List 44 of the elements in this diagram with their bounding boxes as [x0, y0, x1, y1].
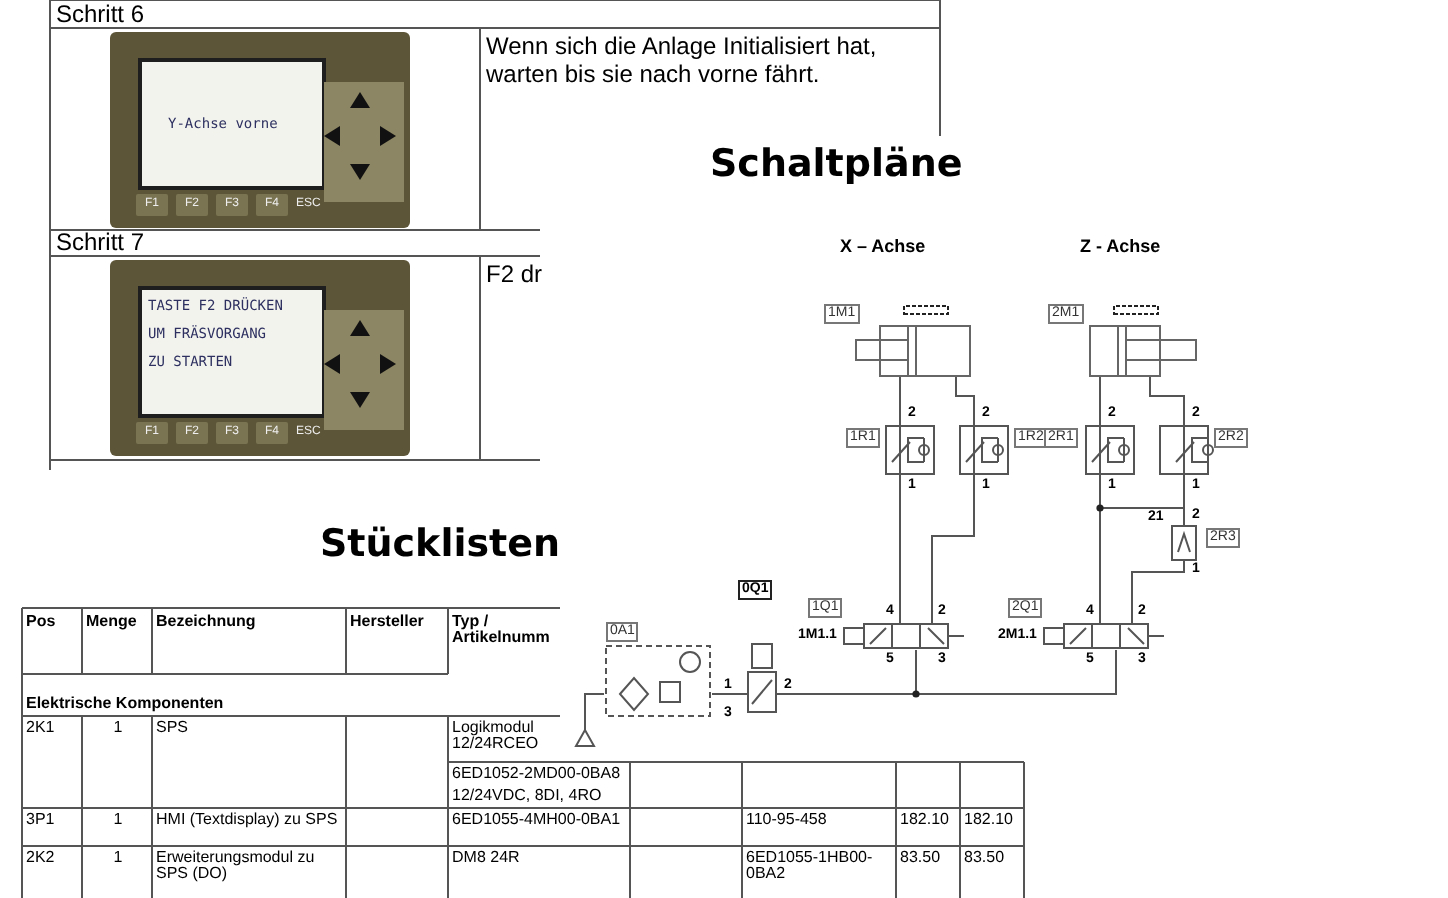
instruction-text: F2 dr [486, 262, 543, 290]
price: 182.10 [900, 812, 951, 829]
pneumatic-line [955, 375, 975, 427]
price: 182.10 [964, 812, 1015, 829]
section-heading: Elektrische Komponenten [26, 696, 226, 713]
axis-title: Z - Achse [1080, 236, 1161, 257]
pneumatic-line [899, 473, 901, 597]
position-number: 3P1 [26, 812, 57, 829]
pneumatic-line [1099, 375, 1101, 427]
quantity: 1 [111, 720, 125, 737]
order-number: 6ED1055-1HB00-0BA2 [746, 850, 875, 884]
pneumatic-line [779, 649, 1117, 695]
pneumatic-line [1131, 559, 1185, 597]
step-heading: Schritt 6 [56, 2, 145, 30]
section-heading: Schaltpläne [710, 144, 963, 188]
part-number: Logikmodul 12/24RCEO [452, 720, 541, 754]
section-heading: Stücklisten [320, 524, 561, 568]
part-number: 6ED1052-2MD00-0BA8 [452, 766, 623, 783]
description: Erweiterungsmodul zu SPS (DO) [156, 850, 317, 884]
price: 83.50 [964, 850, 1007, 867]
column-header: Hersteller [350, 614, 426, 631]
part-number: 6ED1055-4MH00-0BA1 [452, 812, 623, 829]
pneumatic-line [931, 473, 975, 597]
description: HMI (Textdisplay) zu SPS [156, 812, 340, 829]
pneumatic-line [711, 693, 737, 695]
position-number: 2K1 [26, 720, 57, 737]
pneumatic-line [899, 375, 901, 427]
position-number: 2K2 [26, 850, 57, 867]
column-header: Menge [86, 614, 139, 631]
pneumatic-line [1183, 473, 1185, 527]
part-number: DM8 24R [452, 850, 522, 867]
column-header: Pos [26, 614, 58, 631]
instruction-text: Wenn sich die Anlage Initialisiert hat, warten bis sie nach vorne fährt. [486, 34, 879, 90]
quantity: 1 [111, 812, 125, 829]
step-heading: Schritt 7 [56, 230, 145, 258]
axis-title: X – Achse [840, 236, 926, 257]
column-header: Bezeichnung [156, 614, 258, 631]
column-header: Typ / Artikelnumm [452, 614, 552, 648]
price: 83.50 [900, 850, 943, 867]
pneumatic-line [1149, 375, 1185, 427]
description: SPS [156, 720, 191, 737]
order-number: 110-95-458 [746, 812, 829, 829]
part-number: 12/24VDC, 8DI, 4RO [452, 788, 604, 805]
quantity: 1 [111, 850, 125, 867]
